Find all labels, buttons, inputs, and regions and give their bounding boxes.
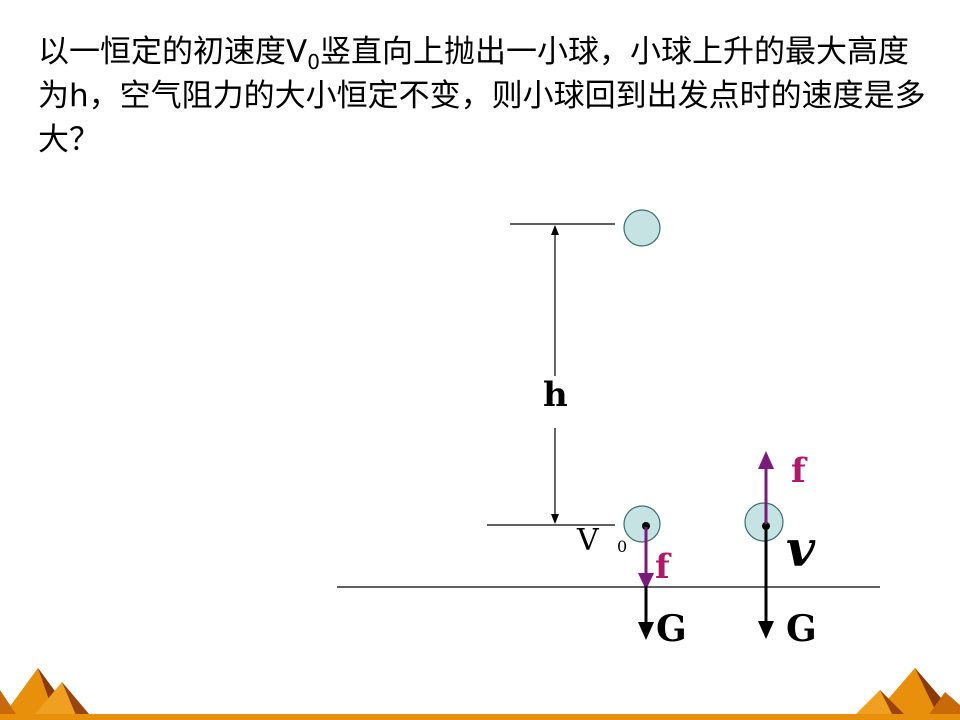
gravity-arrowhead-right [758,621,774,639]
ball-launch-center [642,522,650,530]
gravity-arrowhead-left [638,622,654,640]
ball-launch [623,505,661,543]
velocity-label: v [786,519,816,578]
problem-text: 以一恒定的初速度V0竖直向上抛出一小球，小球上升的最大高度为h，空气阻力的大小恒… [38,30,938,162]
decor-bottom-left [0,668,94,720]
height-label: h [543,375,568,415]
problem-part2: 竖直向上抛出一小球，小球上升的最大高度为h，空气阻力的大小恒定不变，则小球回到出… [38,34,926,158]
height-arrowhead-bottom [551,514,559,524]
height-arrowhead-top [551,225,559,235]
ball-return [744,502,784,542]
v0-label: V [576,523,600,558]
decor-bottom-right [850,668,960,720]
gravity-label-right: G [786,608,817,650]
friction-label-right: f [791,451,808,491]
v0-subscript: 0 [617,537,627,556]
ball-at-top [623,209,661,247]
gravity-label-left: G [656,608,687,650]
friction-arrowhead-right [758,451,774,469]
ball-return-center [762,522,770,530]
friction-label-left: f [655,547,672,587]
decor-bottom-strip [0,714,960,720]
problem-part1: 以一恒定的初速度V [38,34,308,70]
friction-arrowhead-left [638,573,654,590]
problem-subscript: 0 [307,50,320,74]
